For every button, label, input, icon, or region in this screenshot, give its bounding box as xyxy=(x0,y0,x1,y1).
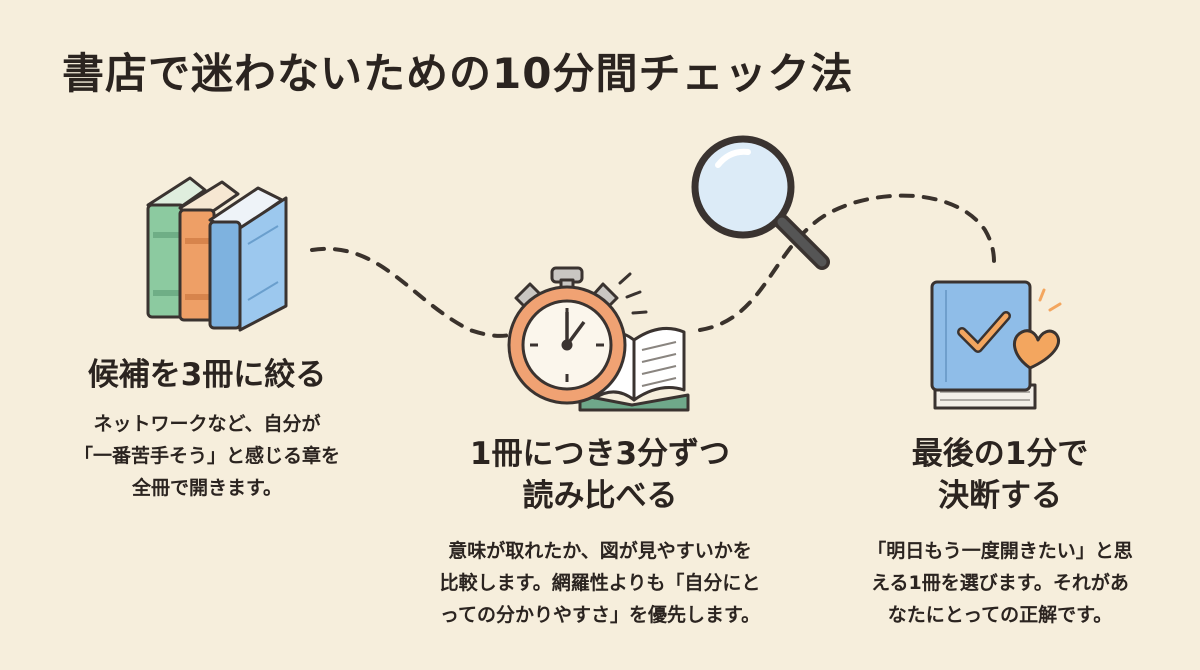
step-2-title: 1冊につき3分ずつ 読み比べる xyxy=(430,433,770,517)
step-1-title: 候補を3冊に絞る xyxy=(62,354,352,396)
step-1-desc-line: ネットワークなど、自分が xyxy=(93,413,321,435)
step-3-desc-line: える1冊を選びます。それがあ xyxy=(871,572,1129,594)
step-1-title-line: 候補を3冊に絞る xyxy=(87,357,327,393)
step-1-desc-line: 全冊で開きます。 xyxy=(131,477,283,499)
step-2-desc-line: 意味が取れたか、図が見やすいかを xyxy=(448,540,752,562)
step-3-title-line: 決断する xyxy=(938,478,1062,514)
step-3-desc-line: 「明日もう一度開きたい」と思 xyxy=(867,540,1133,562)
step-3-description: 「明日もう一度開きたい」と思 える1冊を選びます。それがあ なたにとっての正解で… xyxy=(840,535,1160,631)
magnifying-glass-icon xyxy=(691,135,830,270)
step-3-title-line: 最後の1分で xyxy=(911,436,1089,472)
step-1-desc-line: 「一番苦手そう」と感じる章を xyxy=(73,445,340,467)
stopwatch-icon xyxy=(507,266,648,405)
step-3-title: 最後の1分で 決断する xyxy=(850,433,1150,517)
step-2-title-line: 読み比べる xyxy=(522,478,678,514)
stack-of-books-icon xyxy=(146,176,288,332)
step-1-description: ネットワークなど、自分が 「一番苦手そう」と感じる章を 全冊で開きます。 xyxy=(62,408,352,504)
step-2-desc-line: っての分かりやすさ」を優先します。 xyxy=(439,604,761,626)
step-2-title-line: 1冊につき3分ずつ xyxy=(469,436,731,472)
dashed-path xyxy=(310,246,522,338)
book-with-check-and-heart-icon xyxy=(930,280,1062,410)
dashed-path xyxy=(698,193,996,332)
page-title: 書店で迷わないための10分間チェック法 xyxy=(62,49,854,98)
step-2-desc-line: 比較します。網羅性よりも「自分にと xyxy=(439,572,761,594)
step-2-description: 意味が取れたか、図が見やすいかを 比較します。網羅性よりも「自分にと っての分か… xyxy=(410,535,790,631)
step-3-desc-line: なたにとっての正解です。 xyxy=(887,604,1113,626)
